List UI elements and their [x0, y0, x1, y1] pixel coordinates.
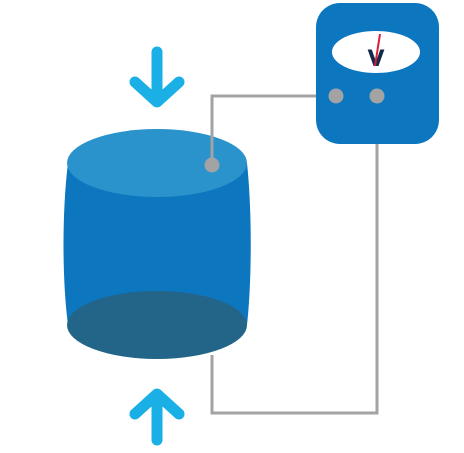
voltmeter: V — [316, 3, 439, 144]
voltmeter-needle — [374, 33, 381, 67]
cylinder-side — [63, 163, 251, 325]
voltmeter-terminal-right — [369, 88, 385, 104]
voltmeter-window — [332, 31, 420, 73]
cylinder-top-face — [67, 129, 247, 197]
cylinder-bottom-face — [67, 291, 247, 359]
cylinder — [63, 129, 251, 359]
voltmeter-body — [316, 3, 439, 144]
wire-top — [210, 94, 336, 165]
arrow-down-icon — [129, 46, 185, 108]
wire-bottom — [210, 96, 379, 415]
voltmeter-terminal-left — [328, 88, 344, 104]
arrow-up-icon — [129, 388, 185, 446]
wires — [210, 94, 379, 415]
cylinder-terminal — [204, 157, 220, 173]
